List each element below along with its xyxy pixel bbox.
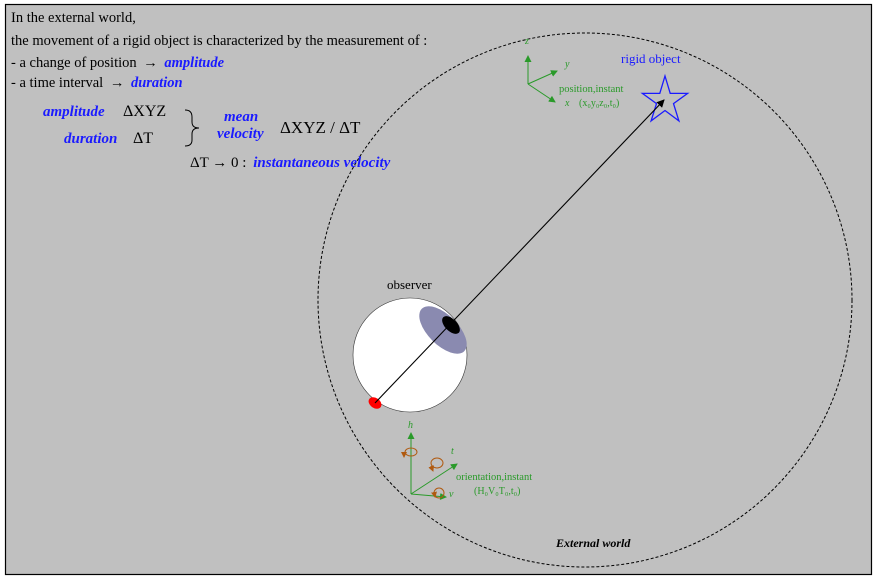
external-world-label: External world (555, 536, 631, 550)
rotation-v-arrow (431, 491, 437, 498)
bullet-time: - a time interval → duration (11, 75, 183, 91)
term-duration: duration (131, 75, 183, 91)
external-world-circle (317, 32, 853, 568)
orientation-caption: orientation,instant (456, 472, 532, 483)
position-coords: (x₀y₀z₀,t₀) (579, 98, 619, 109)
eye-pupil (442, 316, 460, 334)
axis-v-label: v (449, 489, 454, 500)
velocity-word: velocity (217, 126, 264, 142)
axis-t-label: t (451, 446, 454, 457)
brace-icon (184, 109, 200, 147)
term-amplitude: amplitude (164, 55, 224, 71)
axis-x-line (527, 83, 556, 103)
arrow-icon: → (110, 75, 125, 91)
duration-symbol: ΔT (133, 130, 153, 147)
intro-line2: the movement of a rigid object is charac… (11, 33, 427, 49)
rigid-object-label: rigid object (621, 51, 681, 66)
term-instantaneous-velocity: instantaneous velocity (253, 155, 390, 171)
star-icon (640, 73, 690, 123)
rotation-t-arrow (428, 465, 434, 472)
orientation-coords: (H₀V₀T₀,t₀) (474, 486, 520, 497)
axis-t-line (410, 463, 458, 495)
bullet2-prefix: - a time interval (11, 75, 103, 91)
eye-ball (352, 297, 468, 413)
axis-h-label: h (408, 420, 413, 431)
velocity-formula: ΔXYZ / ΔT (280, 118, 361, 137)
axis-x-label: x (564, 98, 570, 109)
amplitude-symbol: ΔXYZ (123, 103, 166, 120)
arrow-icon: → (143, 55, 158, 71)
rotation-t-icon (430, 457, 444, 469)
background-panel (4, 3, 873, 576)
observer-label: observer (387, 277, 432, 292)
bullet1-prefix: - a change of position (11, 55, 137, 71)
limit-prefix: ΔT → 0 : (190, 155, 246, 171)
axis-v-line (410, 493, 447, 500)
line-of-sight-arrow (374, 99, 665, 404)
axis-z-label: z (524, 36, 529, 47)
intro-line1: In the external world, (11, 10, 136, 26)
position-caption: position,instant (559, 84, 624, 95)
bullet-position: - a change of position → amplitude (11, 55, 225, 71)
mean-word: mean (224, 109, 258, 125)
limit-statement: ΔT → 0 : instantaneous velocity (190, 155, 391, 171)
duration-label: duration (64, 131, 117, 147)
amplitude-label: amplitude (43, 104, 105, 120)
axis-y-label: y (564, 59, 570, 70)
eye-iris (419, 306, 467, 354)
axis-y-line (527, 70, 558, 85)
